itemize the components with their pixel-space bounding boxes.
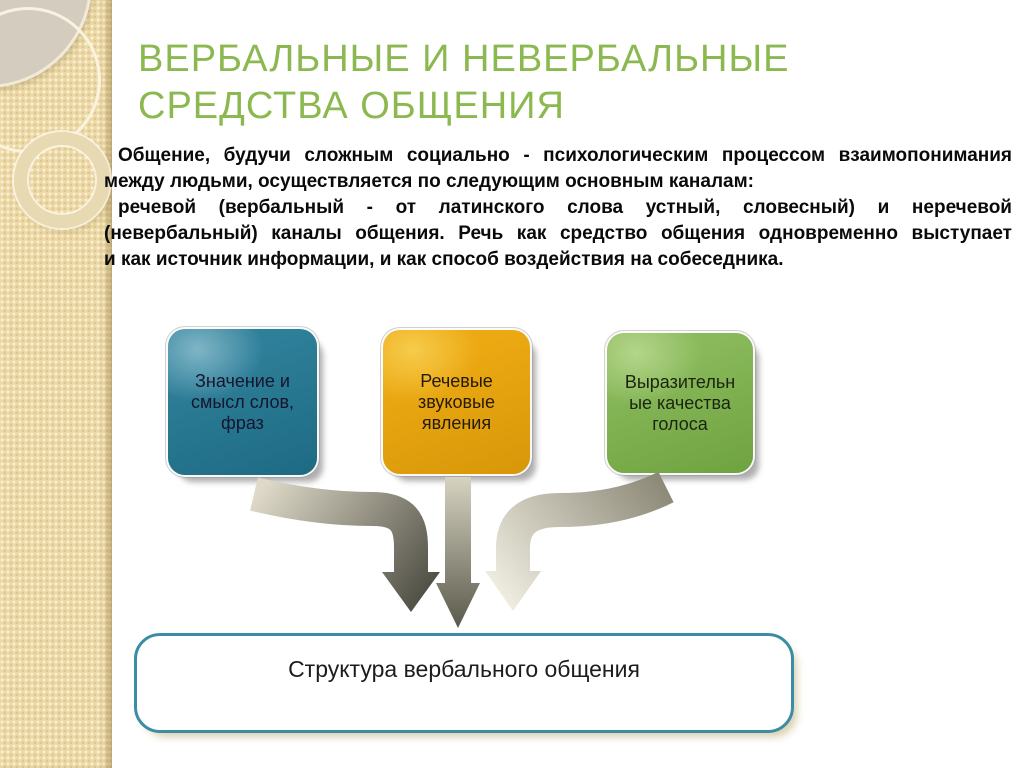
flow-box-label-line: Речевые	[420, 370, 493, 391]
body-text-line: и как источник информации, и как способ …	[104, 249, 784, 270]
arrowhead	[436, 583, 480, 628]
flow-box-label-line: Выразительн	[624, 371, 736, 392]
title-line-2: СРЕДСТВА ОБЩЕНИЯ	[138, 85, 565, 127]
flow-arrow-right	[485, 471, 674, 611]
arrowhead	[485, 571, 541, 611]
slide-title: ВЕРБАЛЬНЫЕ И НЕВЕРБАЛЬНЫЕ СРЕДСТВА ОБЩЕН…	[138, 36, 1008, 130]
flow-box-label-line: смысл слов,	[190, 391, 295, 412]
body-text: Общение, будучи сложным социально - псих…	[104, 143, 1012, 273]
arrowhead	[382, 572, 440, 612]
flow-box-label-line: явления	[421, 412, 492, 433]
flow-box-label-line: фраз	[221, 412, 264, 433]
body-text-line: (невербальный) каналы общения. Речь как …	[104, 223, 1012, 244]
flow-box-voice-quality: Выразительн ые качества голоса	[607, 333, 753, 473]
body-text-line: Общение, будучи сложным социально - псих…	[118, 145, 1012, 166]
flow-arrow-middle	[436, 477, 480, 628]
body-text-line: между людьми, осуществляется по следующи…	[104, 171, 754, 192]
flow-box-speech-sound: Речевые звуковые явления	[383, 330, 530, 474]
flow-box-label-line: голоса	[652, 413, 708, 434]
body-text-line: речевой (вербальный - от латинского слов…	[118, 197, 1012, 218]
flow-box-label-line: ые качества	[629, 392, 731, 413]
structure-box: Структура вербального общения	[134, 633, 794, 733]
flow-box-label-line: звуковые	[417, 391, 496, 412]
ring-decoration	[14, 132, 110, 228]
sidebar	[0, 0, 112, 768]
circle-outline-decoration	[0, 7, 101, 153]
flow-arrow-left	[250, 477, 440, 612]
flow-box-label-line: Значение и	[195, 370, 290, 391]
title-line-1: ВЕРБАЛЬНЫЕ И НЕВЕРБАЛЬНЫЕ	[138, 38, 790, 80]
structure-box-label: Структура вербального общения	[288, 656, 640, 682]
flow-box-meaning: Значение и смысл слов, фраз	[168, 329, 317, 475]
